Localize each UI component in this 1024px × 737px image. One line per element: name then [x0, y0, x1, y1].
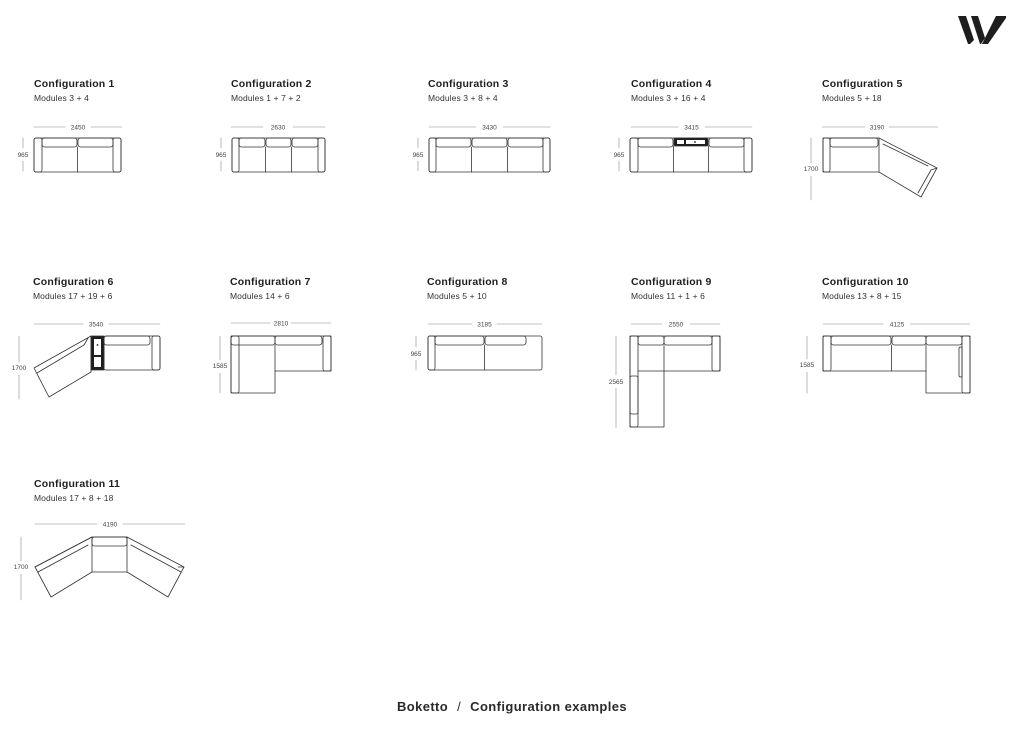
sofa-diagram-9: 2550 2565	[609, 322, 721, 429]
depth-dimension: 1700	[12, 365, 27, 372]
depth-dimension: 1700	[14, 564, 29, 571]
depth-dimension: 965	[18, 152, 29, 159]
config-modules: Modules 3 + 4	[34, 93, 89, 103]
config-modules: Modules 14 + 6	[230, 291, 290, 301]
width-dimension: 3430	[482, 125, 497, 132]
page-footer: Boketto / Configuration examples	[0, 699, 1024, 714]
config-modules: Modules 17 + 8 + 18	[34, 493, 114, 503]
config-title: Configuration 10	[822, 276, 909, 288]
sofa-diagram-4: 3415 965	[614, 125, 753, 173]
config-title: Configuration 5	[822, 78, 903, 90]
config-title: Configuration 3	[428, 78, 509, 90]
config-modules: Modules 1 + 7 + 2	[231, 93, 301, 103]
config-title: Configuration 7	[230, 276, 311, 288]
width-dimension: 3185	[477, 322, 492, 329]
footer-section: Configuration examples	[470, 699, 628, 714]
config-modules: Modules 17 + 19 + 6	[33, 291, 113, 301]
config-title: Configuration 11	[34, 478, 121, 490]
width-dimension: 2630	[271, 125, 286, 132]
sofa-diagram-11: 4190 1700	[14, 522, 186, 601]
config-title: Configuration 2	[231, 78, 312, 90]
depth-dimension: 1585	[213, 363, 228, 370]
width-dimension: 3415	[684, 125, 699, 132]
width-dimension: 3540	[89, 322, 104, 329]
config-modules: Modules 13 + 8 + 15	[822, 291, 902, 301]
width-dimension: 2810	[274, 321, 289, 328]
depth-dimension: 2565	[609, 379, 624, 386]
depth-dimension: 1585	[800, 362, 815, 369]
depth-dimension: 965	[216, 152, 227, 159]
footer-product: Boketto	[396, 699, 449, 714]
config-modules: Modules 3 + 16 + 4	[631, 93, 706, 103]
config-title: Configuration 1	[34, 78, 115, 90]
footer-separator: /	[457, 699, 462, 714]
width-dimension: 3190	[870, 125, 885, 132]
width-dimension: 2550	[669, 322, 684, 329]
config-title: Configuration 9	[631, 276, 712, 288]
sofa-diagram-3: 3430 965	[413, 125, 551, 173]
depth-dimension: 965	[614, 152, 625, 159]
depth-dimension: 965	[413, 152, 424, 159]
config-modules: Modules 5 + 10	[427, 291, 487, 301]
width-dimension: 2450	[71, 125, 86, 132]
sofa-diagram-2: 2630 965	[216, 125, 326, 173]
sofa-diagram-6: 3540 1700	[12, 322, 161, 400]
w-monogram-logo	[958, 16, 1006, 44]
sofa-diagram-1: 2450 965	[18, 125, 123, 173]
config-modules: Modules 11 + 1 + 6	[631, 291, 705, 301]
config-modules: Modules 5 + 18	[822, 93, 882, 103]
width-dimension: 4125	[890, 322, 905, 329]
sofa-diagram-8: 3185 965	[411, 322, 543, 371]
depth-dimension: 1700	[804, 166, 819, 173]
config-modules: Modules 3 + 8 + 4	[428, 93, 498, 103]
config-title: Configuration 4	[631, 78, 712, 90]
sofa-diagram-10: 4125 1585	[800, 322, 971, 394]
depth-dimension: 965	[411, 351, 422, 358]
config-title: Configuration 8	[427, 276, 508, 288]
config-title: Configuration 6	[33, 276, 114, 288]
sofa-diagram-7: 2810 1585	[213, 321, 332, 394]
sofa-diagram-5: 3190 1700	[804, 125, 939, 201]
width-dimension: 4190	[103, 522, 118, 529]
